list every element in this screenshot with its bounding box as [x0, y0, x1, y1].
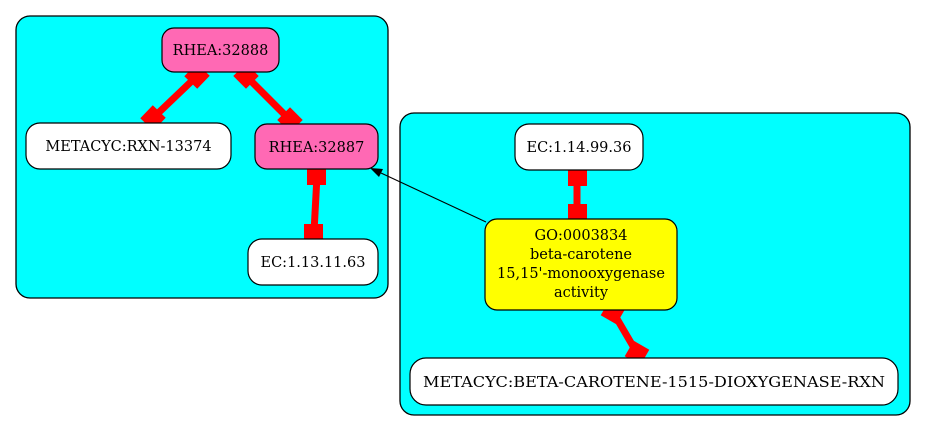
edge-rhea32887-to-ec11311-63	[304, 166, 326, 243]
node-rhea-32888[interactable]: RHEA:32888	[161, 27, 280, 73]
node-label-line-1: GO:0003834	[535, 228, 628, 244]
node-label: RHEA:32888	[173, 43, 269, 59]
edge-go0003834-to-rhea32887-arrow	[370, 168, 487, 223]
edge-ec11499-36-to-go0003834	[568, 167, 587, 223]
node-label: METACYC:BETA-CAROTENE-1515-DIOXYGENASE-R…	[423, 375, 885, 391]
node-label: METACYC:RXN-13374	[45, 139, 211, 155]
node-go-0003834[interactable]: GO:0003834 beta-carotene 15,15'-monooxyg…	[484, 218, 678, 311]
node-label-line-2: beta-carotene	[530, 247, 632, 263]
node-label: RHEA:32887	[269, 140, 365, 156]
node-ec-1-14-99-36[interactable]: EC:1.14.99.36	[514, 123, 644, 171]
node-label-line-3: 15,15'-monooxygenase	[497, 266, 665, 282]
node-metacyc-rxn-13374[interactable]: METACYC:RXN-13374	[25, 122, 232, 170]
node-rhea-32887[interactable]: RHEA:32887	[254, 123, 379, 170]
node-label-line-4: activity	[554, 285, 609, 301]
node-label: EC:1.14.99.36	[527, 140, 632, 156]
node-ec-1-13-11-63[interactable]: EC:1.13.11.63	[247, 238, 379, 286]
node-label: EC:1.13.11.63	[261, 255, 366, 271]
node-metacyc-beta-carotene-1515-dioxygenase-rxn[interactable]: METACYC:BETA-CAROTENE-1515-DIOXYGENASE-R…	[409, 357, 899, 406]
